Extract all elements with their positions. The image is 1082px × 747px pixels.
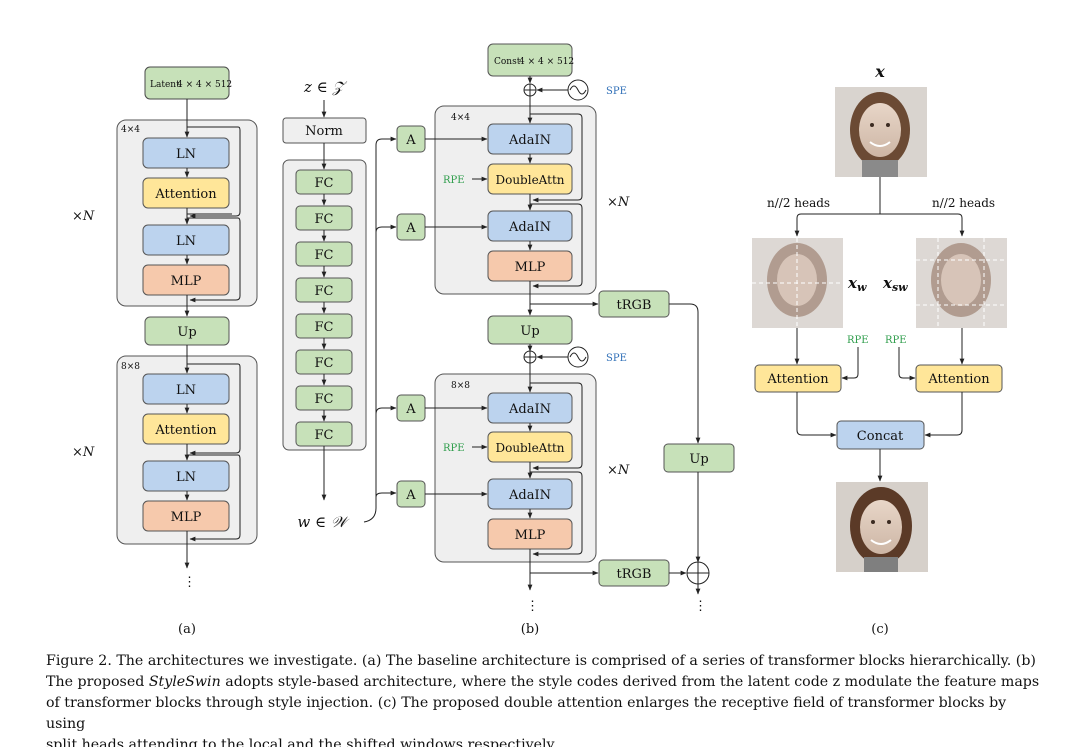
ln-box	[142, 373, 230, 405]
panel-b-text: Const 4 × 4 × 512 SPE 4×4 A AdaIN RPE Do…	[405, 57, 708, 637]
ln-label: LN	[176, 383, 196, 398]
repeat-label: ×N	[607, 463, 630, 478]
rpe-label: RPE	[885, 335, 907, 346]
rpe-label: RPE	[443, 175, 465, 186]
attention-box	[142, 413, 230, 445]
a-label: A	[405, 133, 416, 148]
attention-label: Attention	[154, 423, 217, 438]
rpe-label: RPE	[443, 443, 465, 454]
fc-label: FC	[315, 320, 334, 335]
stage-label: 4×4	[121, 125, 140, 135]
panel-b-label: (b)	[521, 622, 539, 637]
a-label: A	[405, 402, 416, 417]
up-label: Up	[520, 324, 539, 339]
mlp-label: MLP	[515, 528, 546, 543]
attention-label: Attention	[766, 372, 829, 387]
mlp-label: MLP	[171, 274, 202, 289]
fc-label: FC	[315, 212, 334, 227]
attention-box-left	[754, 364, 842, 393]
mlp-label: MLP	[171, 510, 202, 525]
latent-label: Latent	[150, 80, 180, 90]
output-face-image	[836, 482, 928, 572]
panel-a-label: (a)	[178, 622, 196, 637]
mapping-network	[282, 100, 397, 523]
up-label: Up	[177, 325, 196, 340]
ln-label: LN	[176, 147, 196, 162]
ellipsis: ⋮	[183, 575, 196, 590]
caption-line: split heads attending to the local and t…	[46, 737, 558, 747]
window-face-image-w	[752, 238, 843, 328]
fc-label: FC	[315, 356, 334, 371]
attention-label: Attention	[927, 372, 990, 387]
fc-label: FC	[315, 392, 334, 407]
ellipsis: ⋮	[694, 599, 707, 614]
panel-c-text: x n//2 heads n//2 heads xw xsw RPE RPE A…	[766, 62, 995, 637]
ellipsis: ⋮	[526, 599, 539, 614]
window-face-image-sw	[916, 238, 1007, 328]
mlp-box	[142, 264, 230, 296]
up-label: Up	[689, 452, 708, 467]
mlp-box	[142, 500, 230, 532]
rpe-label: RPE	[847, 335, 869, 346]
mlp-label: MLP	[515, 260, 546, 275]
up-box	[663, 443, 735, 473]
repeat-label: ×N	[72, 209, 95, 224]
const-label: Const	[494, 57, 521, 67]
ln-box	[142, 224, 230, 256]
ln-label: LN	[176, 234, 196, 249]
repeat-label: ×N	[72, 445, 95, 460]
a-label: A	[405, 221, 416, 236]
stage-label: 4×4	[451, 113, 470, 123]
w-label: w ∈ 𝒲	[297, 513, 349, 531]
xw-label: xw	[847, 274, 867, 294]
heads-right-label: n//2 heads	[932, 196, 995, 210]
fc-label: FC	[315, 428, 334, 443]
panel-c	[752, 87, 1007, 572]
heads-left-label: n//2 heads	[767, 196, 830, 210]
fc-label: FC	[315, 248, 334, 263]
ln-label: LN	[176, 470, 196, 485]
mapping-text: z ∈ 𝒵 Norm FC FC FC FC FC FC FC FC w ∈ 𝒲	[297, 78, 349, 531]
caption-line: The proposed StyleSwin adopts style-base…	[46, 674, 1040, 690]
panel-a	[116, 66, 258, 569]
adain-label: AdaIN	[508, 402, 551, 417]
concat-label: Concat	[857, 429, 904, 444]
ln-box	[142, 460, 230, 492]
panel-b	[396, 43, 735, 595]
norm-label: Norm	[305, 124, 343, 139]
ln-box	[142, 137, 230, 169]
x-label: x	[874, 62, 885, 81]
adain-label: AdaIN	[508, 133, 551, 148]
adain-label: AdaIN	[508, 488, 551, 503]
stage-label: 8×8	[451, 381, 470, 391]
attention-box	[142, 177, 230, 209]
adain-label: AdaIN	[508, 220, 551, 235]
xsw-label: xsw	[882, 274, 908, 294]
stage-label: 8×8	[121, 362, 140, 372]
const-dim: 4 × 4 × 512	[519, 57, 574, 67]
spe-label: SPE	[606, 86, 627, 97]
trgb-label: tRGB	[617, 298, 652, 313]
panel-a-text: Latent 4 × 4 × 512 4×4 LN Attention LN M…	[72, 80, 232, 637]
trgb-label: tRGB	[617, 567, 652, 582]
a-label: A	[405, 488, 416, 503]
spe-label: SPE	[606, 353, 627, 364]
panel-c-label: (c)	[871, 622, 888, 637]
input-face-image	[835, 87, 927, 177]
fc-label: FC	[315, 176, 334, 191]
caption-line: of transformer blocks through style inje…	[46, 695, 1007, 732]
attention-box-right	[915, 364, 1003, 393]
latent-dim: 4 × 4 × 512	[177, 80, 232, 90]
attention-label: Attention	[154, 187, 217, 202]
figure-caption: Figure 2. The architectures we investiga…	[46, 651, 1046, 747]
fc-label: FC	[315, 284, 334, 299]
caption-line: Figure 2. The architectures we investiga…	[46, 653, 1036, 669]
repeat-label: ×N	[607, 195, 630, 210]
doubleattn-label: DoubleAttn	[495, 173, 564, 187]
z-label: z ∈ 𝒵	[303, 78, 348, 96]
doubleattn-label: DoubleAttn	[495, 441, 564, 455]
